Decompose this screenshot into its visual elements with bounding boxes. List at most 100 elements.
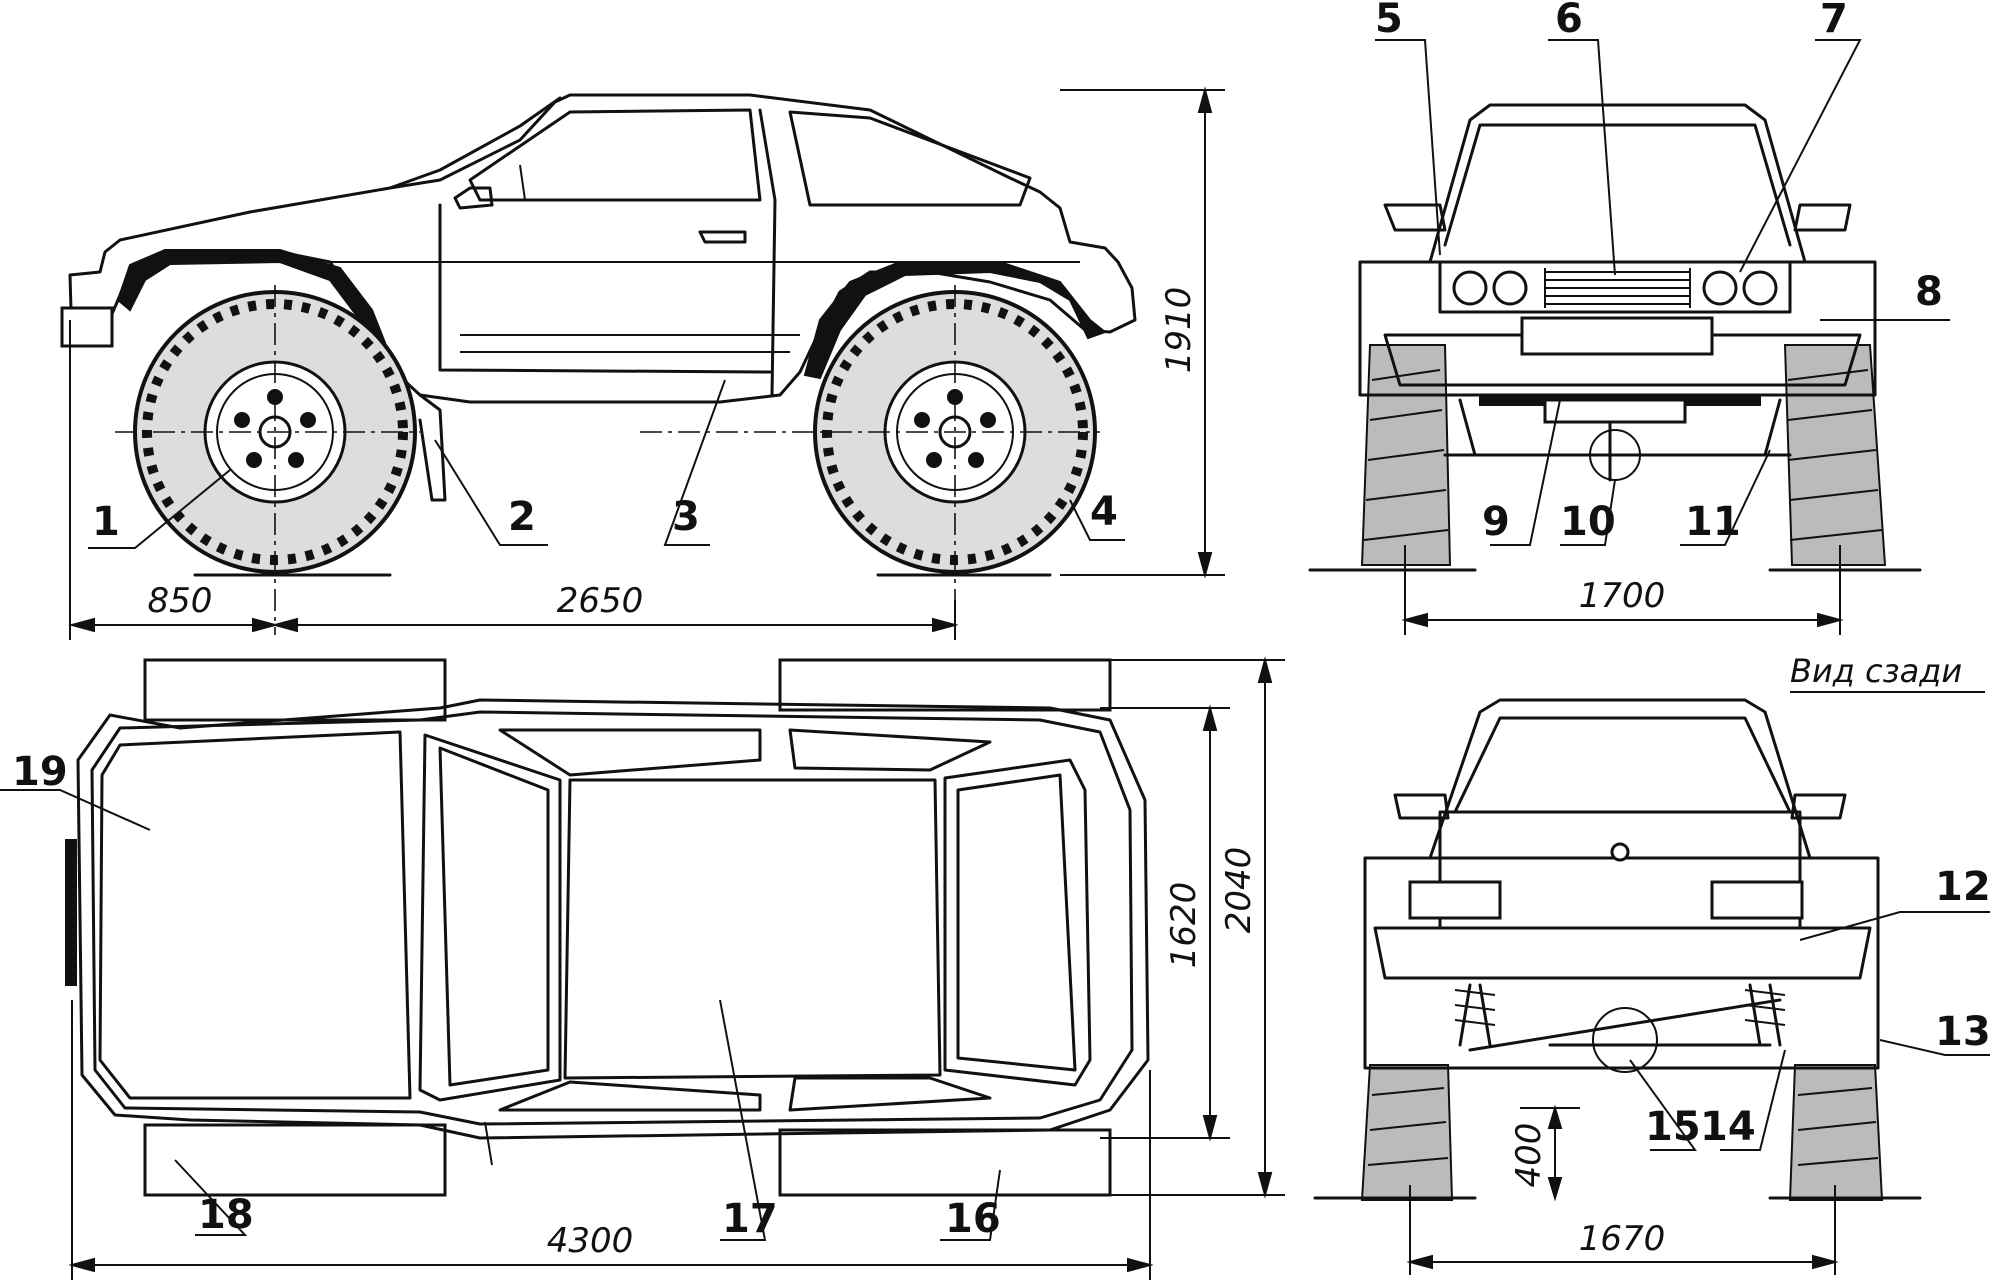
front-right-mirror — [1793, 203, 1852, 232]
dim-body-width: 1620 — [1164, 882, 1204, 969]
dim-overall-width: 2040 — [1219, 847, 1259, 934]
rear-body — [1363, 856, 1880, 1070]
rear-view-caption: Вид сзади — [1790, 652, 1962, 690]
rear-springs — [1454, 989, 1786, 1026]
front-windshield — [1443, 123, 1792, 247]
top-body-outline — [76, 698, 1150, 1140]
rear-right-mirror — [1790, 793, 1847, 820]
side-roof-line — [388, 96, 562, 190]
side-door-handle — [698, 230, 747, 244]
dim-width-ext-lines — [1100, 659, 1285, 1196]
top-body-inner — [90, 710, 1134, 1126]
front-view: 5 6 7 8 9 10 11 1700 — [1308, 0, 1950, 635]
side-mirror — [453, 186, 494, 210]
leader-14 — [1720, 1049, 1786, 1151]
callout-10: 10 — [1560, 499, 1616, 545]
front-cabin-outline — [1428, 103, 1807, 264]
side-rear-arch — [803, 261, 1108, 380]
top-roof — [563, 778, 942, 1080]
front-grille-slats — [1544, 268, 1691, 308]
top-rear-left-wheel — [778, 1128, 1112, 1197]
rear-axle-parts — [1458, 983, 1782, 1052]
leader-11 — [1680, 449, 1771, 546]
leader-7 — [1739, 39, 1862, 273]
front-left-mirror — [1383, 203, 1447, 232]
top-side-window-left — [498, 1076, 992, 1112]
dim-front-overhang: 850 — [148, 581, 213, 621]
top-front-bumper — [65, 839, 77, 986]
leader-1 — [88, 469, 231, 549]
front-headlamp-4 — [1742, 270, 1778, 306]
leader-13 — [1879, 1039, 1990, 1056]
leader-4 — [1069, 499, 1125, 541]
top-hood — [98, 730, 412, 1100]
callout-1: 1 — [92, 499, 120, 545]
rear-right-lamp — [1710, 880, 1804, 920]
dim-wheelbase: 2650 — [557, 581, 644, 621]
callout-19: 19 — [12, 749, 68, 795]
front-axle — [1443, 398, 1792, 482]
top-antenna — [484, 1121, 493, 1166]
top-view: 19 18 17 16 1620 2040 4300 — [0, 656, 1285, 1280]
leader-19 — [0, 789, 151, 831]
callout-7: 7 — [1820, 0, 1848, 42]
rear-left-tire — [1360, 1064, 1454, 1201]
side-rear-window — [788, 110, 1032, 207]
dim-width-arrows — [1202, 656, 1273, 1199]
callout-18: 18 — [198, 1192, 254, 1238]
top-rear-window — [943, 758, 1092, 1087]
leader-9 — [1490, 399, 1561, 546]
top-side-window-right — [498, 728, 992, 777]
top-rear-window-inner — [956, 773, 1077, 1072]
rear-lock — [1610, 842, 1630, 862]
rear-bumper — [1373, 926, 1872, 980]
leader-16 — [940, 1169, 1001, 1241]
dim-front-track: 1700 — [1579, 576, 1666, 616]
top-rear-right-wheel — [778, 658, 1112, 712]
front-headlamp-2 — [1492, 270, 1528, 306]
top-windshield — [418, 733, 562, 1102]
rear-view: Вид сзади 12 13 15 14 400 — [1313, 652, 1991, 1275]
leader-15 — [1629, 1059, 1697, 1151]
rear-tire-treads — [1367, 1087, 1879, 1166]
dim-length-lines — [71, 1000, 1151, 1280]
dim-length-ext-lines — [69, 320, 956, 640]
front-grille-panel — [1438, 260, 1792, 314]
side-view: 1 2 3 4 1910 850 2650 — [60, 86, 1225, 640]
front-tire-treads — [1363, 369, 1883, 541]
leader-12 — [1799, 911, 1990, 941]
side-axle-centerlines — [115, 285, 1100, 640]
dim-height-arrows — [1197, 86, 1213, 579]
callout-5: 5 — [1375, 0, 1403, 42]
dim-height-label: 1910 — [1159, 287, 1199, 374]
leader-2 — [434, 439, 548, 546]
dim-rear-track-lines — [1409, 1185, 1836, 1275]
callout-11: 11 — [1685, 499, 1741, 545]
callout-3: 3 — [672, 494, 700, 540]
dim-rear-track: 1670 — [1579, 1219, 1666, 1259]
front-plate — [1520, 316, 1714, 356]
rear-left-lamp — [1408, 880, 1502, 920]
dim-front-track-arrows — [1401, 612, 1844, 628]
side-b-pillar — [758, 108, 777, 397]
dim-height-lines — [1060, 89, 1225, 576]
callout-12: 12 — [1935, 864, 1991, 910]
leader-10 — [1560, 479, 1616, 546]
dim-length-arrows — [68, 1257, 1154, 1273]
rear-differential — [1592, 1007, 1658, 1073]
front-guard-plate — [1543, 398, 1687, 424]
callout-4: 4 — [1090, 489, 1118, 535]
side-antenna — [519, 164, 526, 201]
callout-9: 9 — [1482, 499, 1510, 545]
side-mudflap — [418, 393, 447, 502]
leader-18 — [174, 1159, 248, 1236]
side-front-window — [468, 108, 762, 202]
leader-17 — [719, 999, 767, 1241]
dim-rear-track-arrows — [1406, 1254, 1839, 1270]
rear-right-tire — [1788, 1064, 1884, 1201]
rear-left-mirror — [1393, 793, 1450, 820]
leader-5 — [1375, 39, 1441, 256]
leader-6 — [1548, 39, 1616, 276]
